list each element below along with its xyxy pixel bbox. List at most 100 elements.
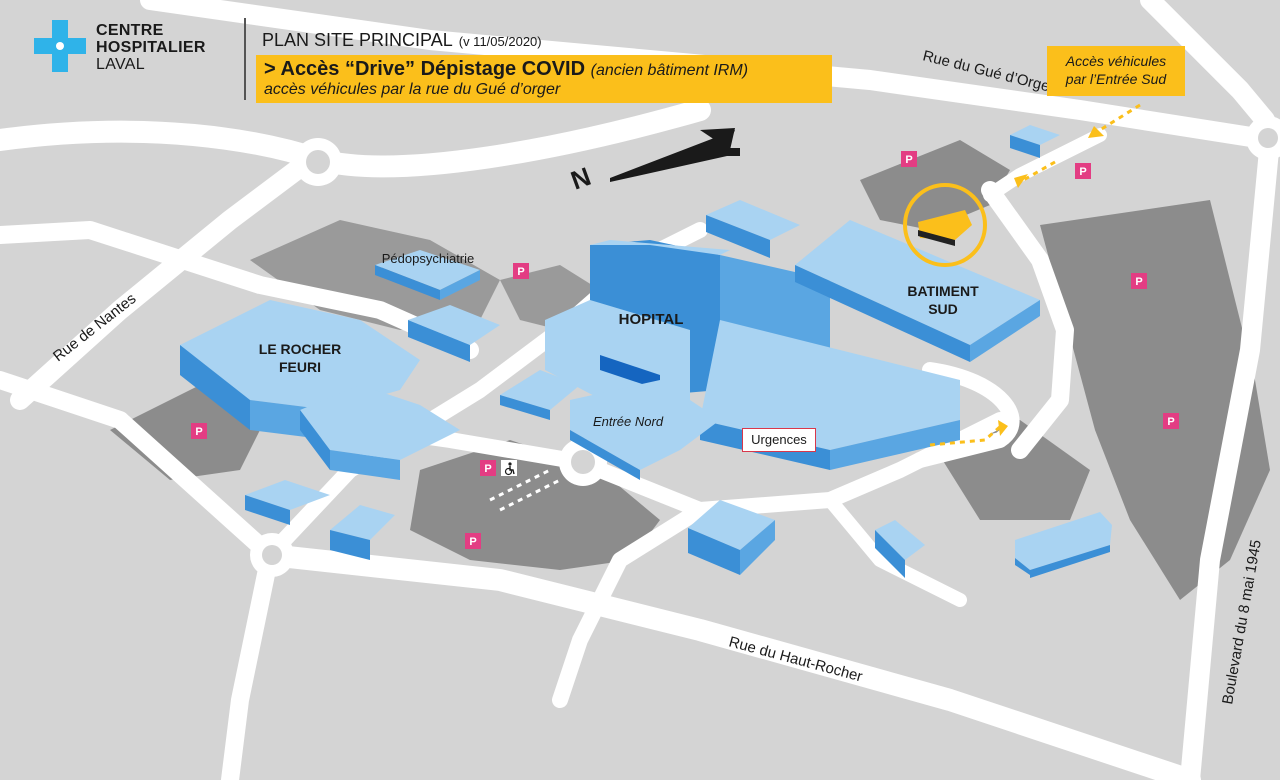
parking-badge: P [191, 423, 207, 439]
road-south-access [981, 181, 1074, 459]
svg-text:P: P [195, 426, 202, 438]
access-arrow-3 [998, 420, 1008, 436]
access-arrow-2 [1014, 174, 1028, 188]
s-block-side [330, 530, 370, 560]
sw-block-top [245, 480, 330, 510]
ne-block-side [1010, 135, 1040, 158]
north-block-top [706, 200, 800, 240]
sc-block-top [688, 500, 775, 550]
plan-title: PLAN SITE PRINCIPAL (v 11/05/2020) [262, 30, 542, 51]
label-pedopsychiatrie: Pédopsychiatrie [382, 251, 475, 266]
access-note-box: Accès véhicules par l’Entrée Sud [1047, 46, 1185, 96]
access-route-walk-1 [489, 468, 551, 502]
parking-badges: P P P P P P P P [191, 151, 1179, 549]
road-entree-sud [983, 128, 1107, 202]
covid-drive-title: > Accès “Drive” Dépistage COVID [264, 58, 586, 80]
parking-badge: P [480, 460, 496, 476]
hopital-tower-top [590, 240, 730, 255]
label-rocher-2: FEURI [279, 359, 321, 375]
label-hopital: HOPITAL [619, 311, 684, 328]
drive-building-highlight [903, 183, 987, 267]
hopital-low-face [830, 420, 960, 470]
north-block-side [706, 215, 770, 258]
small-block-west-side [500, 395, 550, 420]
logo-line-3: LAVAL [96, 56, 145, 73]
medical-cross-icon [34, 20, 86, 72]
svg-text:P: P [484, 463, 491, 475]
sc-block-face [740, 520, 775, 575]
parking-badge: P [465, 533, 481, 549]
parking-badge: P [1075, 163, 1091, 179]
parking-badge: P [1163, 413, 1179, 429]
urgences-label: Urgences [742, 428, 816, 452]
covid-drive-title-line: > Accès “Drive” Dépistage COVID (ancien … [264, 58, 748, 81]
road-west [0, 371, 279, 564]
svg-text:P: P [517, 266, 524, 278]
rocher-wing-top [300, 385, 460, 460]
parking-badge: P [901, 151, 917, 167]
e-block-face [1030, 545, 1110, 578]
road-gue-dorger [140, 0, 1280, 150]
batiment-sud-face [970, 300, 1040, 362]
batiment-sud-top [795, 220, 1040, 345]
drive-building-top [918, 210, 972, 240]
covid-drive-banner: > Accès “Drive” Dépistage COVID (ancien … [256, 55, 832, 103]
road-south-center [552, 502, 708, 708]
hopital-west-glass [600, 355, 660, 390]
access-note-line-1: Accès véhicules [1065, 53, 1167, 69]
header-divider [244, 18, 246, 100]
svg-text:P: P [1135, 276, 1142, 288]
rocher-wing-face [330, 450, 400, 480]
road-boulevard [1180, 130, 1280, 780]
hospital-logo: CENTRE HOSPITALIER LAVAL [34, 20, 234, 90]
se-block-top [875, 520, 925, 560]
pedo-block-top [375, 250, 480, 290]
svg-text:P: P [905, 154, 912, 166]
covid-drive-subtitle: accès véhicules par la rue du Gué d’orge… [264, 81, 561, 98]
s-block-top [330, 505, 395, 540]
se-block-side [875, 530, 905, 578]
rocher-annex-side [408, 320, 470, 362]
rocher-side-west [180, 345, 250, 430]
svg-text:P: P [1079, 166, 1086, 178]
access-route-top [1099, 103, 1141, 132]
parking-badge: P [513, 263, 529, 279]
label-entree-nord: Entrée Nord [593, 414, 664, 429]
rocher-wing-side [300, 410, 330, 470]
access-note-line-2: par l’Entrée Sud [1065, 71, 1167, 87]
access-route-walk-2 [499, 478, 561, 512]
label-rocher-1: LE ROCHER [259, 341, 341, 357]
sw-block-side [245, 495, 290, 525]
access-arrows [998, 126, 1104, 436]
pedo-block-side [375, 265, 440, 300]
buildings [180, 125, 1112, 578]
label-batiment-sud-1: BATIMENT [907, 283, 979, 299]
access-route [489, 103, 1141, 512]
e-block-side [1015, 558, 1030, 575]
access-arrow-1 [1088, 126, 1104, 138]
parking-badge: P [1131, 273, 1147, 289]
roundabout-southwest-island [262, 545, 282, 565]
roundabout-northeast-island [1258, 128, 1278, 148]
sc-block-side [688, 528, 740, 575]
label-batiment-sud-2: SUD [928, 301, 958, 317]
rocher-annex-top [408, 305, 500, 345]
batiment-sud-side [795, 265, 970, 362]
roundabout-center-island [571, 450, 595, 474]
plan-version: (v 11/05/2020) [458, 34, 542, 49]
rocher-top [180, 300, 420, 410]
logo-text: CENTRE HOSPITALIER LAVAL [96, 22, 206, 73]
logo-line-2: HOSPITALIER [96, 39, 206, 56]
pedo-block-face [440, 270, 480, 300]
svg-text:P: P [469, 536, 476, 548]
drive-building-side [918, 230, 955, 246]
road-east-loop [912, 362, 1020, 468]
access-route-entry [1019, 160, 1056, 184]
e-block-top [1015, 512, 1112, 570]
roundabout-north-island [306, 150, 330, 174]
road-northeast [1140, 0, 1275, 130]
svg-text:P: P [1167, 416, 1174, 428]
plan-title-text: PLAN SITE PRINCIPAL [262, 30, 453, 50]
